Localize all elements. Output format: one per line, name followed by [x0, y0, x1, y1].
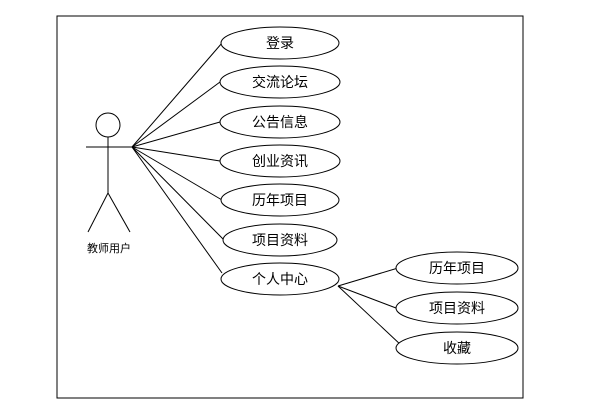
use-case-ellipse[interactable] [395, 291, 519, 325]
use-case-label: 个人中心 [252, 272, 308, 288]
association-line [131, 81, 221, 148]
use-case-ellipse[interactable] [220, 183, 340, 217]
use-case-ellipse[interactable] [219, 105, 341, 139]
use-case-登录[interactable]: 登录 [220, 26, 340, 60]
association-line [337, 267, 399, 287]
actor-head [95, 112, 121, 138]
sub-use-case-项目资料[interactable]: 项目资料 [395, 291, 519, 325]
actor-right-leg [107, 192, 131, 233]
use-case-ellipse[interactable] [220, 26, 340, 60]
actor-associations [131, 42, 225, 274]
use-case-交流论坛[interactable]: 交流论坛 [219, 65, 341, 99]
use-case-label: 项目资料 [252, 233, 308, 249]
use-case-label: 收藏 [443, 341, 471, 357]
use-case-ellipse[interactable] [395, 331, 519, 365]
actor-label: 教师用户 [87, 241, 131, 255]
association-line [337, 285, 403, 347]
use-case-创业资讯[interactable]: 创业资讯 [219, 144, 341, 178]
use-case-ellipse[interactable] [219, 65, 341, 99]
association-line [131, 42, 223, 148]
association-line [131, 146, 223, 274]
actor-left-leg [87, 192, 109, 233]
use-case-ellipse[interactable] [222, 223, 338, 257]
use-case-ellipse[interactable] [395, 251, 519, 285]
use-case-label: 公告信息 [252, 114, 308, 131]
use-case-label: 登录 [266, 36, 294, 52]
use-case-公告信息[interactable]: 公告信息 [219, 105, 341, 139]
use-case-label: 历年项目 [252, 193, 308, 209]
use-case-label: 交流论坛 [252, 74, 308, 91]
association-line [131, 146, 221, 162]
association-line [337, 285, 397, 309]
use-case-ellipse[interactable] [219, 144, 341, 178]
use-case-项目资料[interactable]: 项目资料 [222, 223, 338, 257]
use-case-ellipse[interactable] [220, 262, 340, 296]
actor-figure [86, 112, 132, 233]
sub-use-case-收藏[interactable]: 收藏 [395, 331, 519, 365]
sub-use-case-历年项目[interactable]: 历年项目 [395, 251, 519, 285]
association-line [131, 121, 221, 148]
association-line [131, 146, 225, 241]
sub-associations [337, 267, 403, 347]
use-case-label: 历年项目 [429, 261, 485, 277]
use-case-历年项目[interactable]: 历年项目 [220, 183, 340, 217]
use-case-label: 创业资讯 [252, 154, 308, 170]
association-line [131, 146, 223, 201]
use-case-个人中心[interactable]: 个人中心 [220, 262, 340, 296]
use-case-label: 项目资料 [429, 301, 485, 317]
